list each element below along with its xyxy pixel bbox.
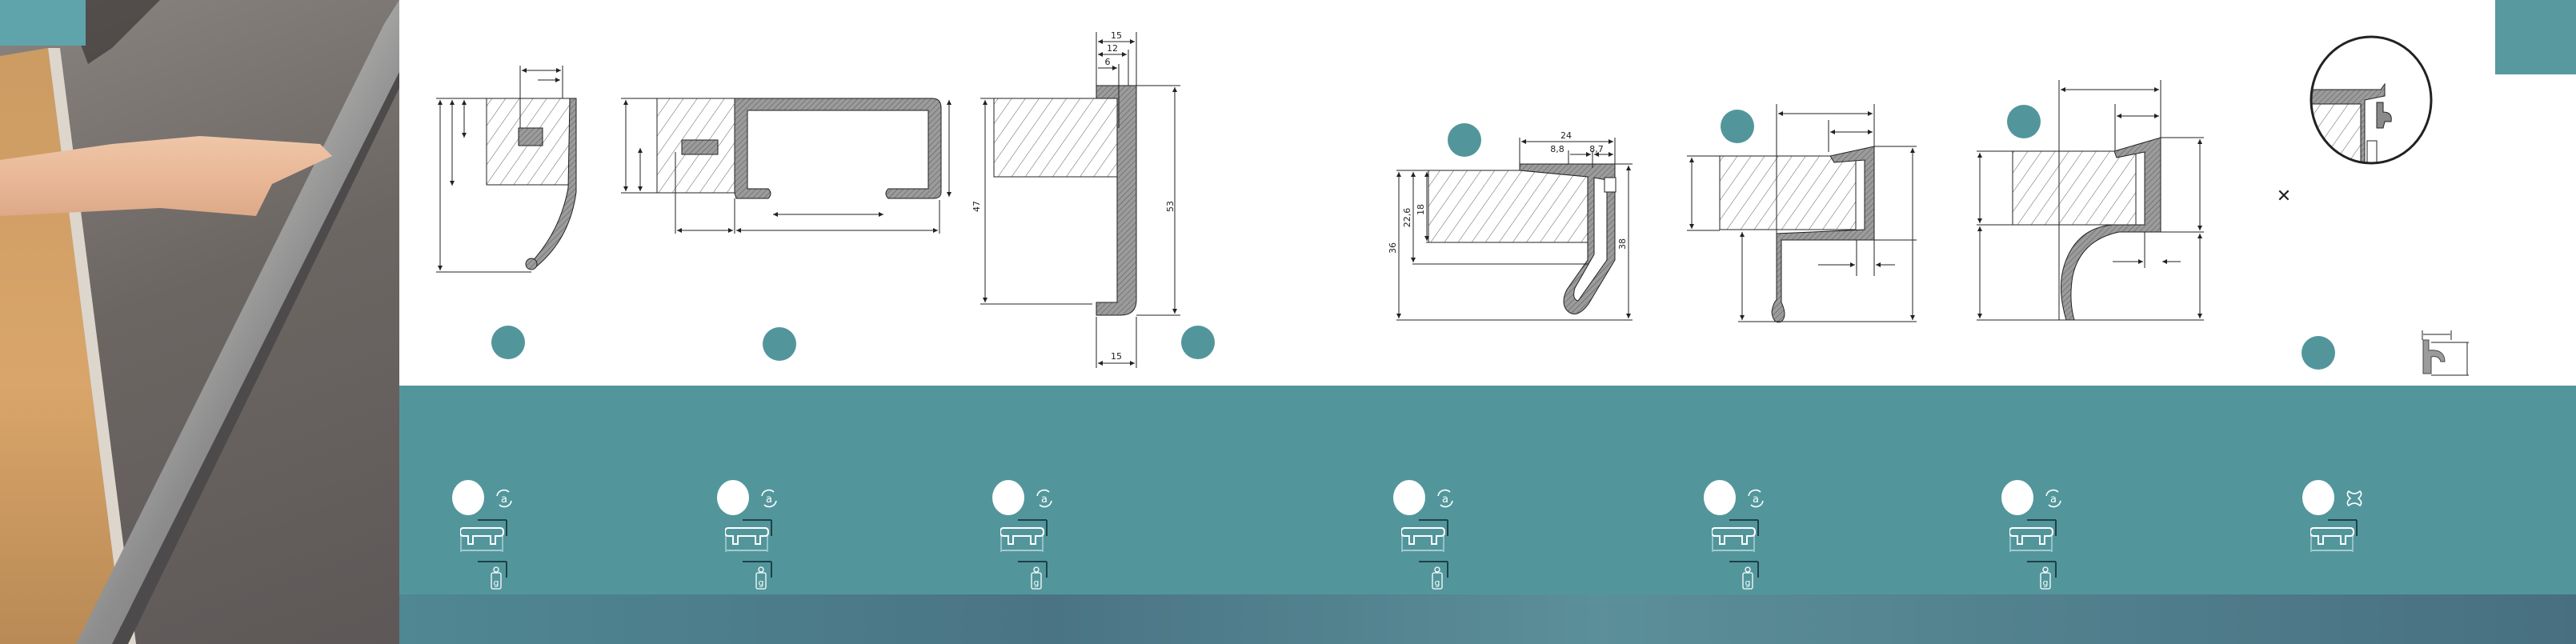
band-dot xyxy=(1393,480,1425,515)
band-dot xyxy=(452,480,484,515)
drawing-profile-3 xyxy=(980,32,1180,368)
svg-text:g: g xyxy=(1034,578,1040,588)
weight-icon: g xyxy=(1419,561,1448,590)
weight-icon: g xyxy=(2027,561,2057,590)
rotate-a-icon: a xyxy=(761,489,777,508)
weight-icon: g xyxy=(1729,561,1759,590)
rotate-a-icon: a xyxy=(2045,489,2061,508)
weight-icon: g xyxy=(1018,561,1048,590)
drawing-profile-2 xyxy=(621,98,951,234)
dim-label: 18 xyxy=(1416,204,1426,215)
svg-text:a: a xyxy=(766,494,772,506)
dim-label: 53 xyxy=(1165,201,1176,212)
dim-label: 24 xyxy=(1560,130,1572,141)
dim-label: 36 xyxy=(1388,242,1398,254)
weight-icon: g xyxy=(743,561,772,590)
corner-accent-top-right xyxy=(2495,0,2576,74)
product-photo-hand-on-handle xyxy=(0,0,399,644)
dim-label: 38 xyxy=(1617,238,1628,250)
technical-drawings: 15 12 6 47 53 15 24 8,8 8,7 36 22,6 18 3 xyxy=(436,30,2469,376)
footer-band xyxy=(399,594,2576,644)
profile-width-icon xyxy=(725,519,772,552)
marker-dot-7 xyxy=(2302,336,2335,370)
dim-label: 47 xyxy=(972,201,982,212)
band-dot xyxy=(992,480,1024,515)
profile-width-icon xyxy=(1401,519,1448,552)
svg-text:a: a xyxy=(1753,494,1759,506)
drawing-profile-6 xyxy=(1977,80,2204,321)
drawing-profile-1 xyxy=(436,66,577,273)
dim-label: 12 xyxy=(1107,43,1118,54)
dim-label: 22,6 xyxy=(1402,208,1412,228)
band-dot xyxy=(2302,480,2334,515)
dim-label: 15 xyxy=(1111,30,1122,41)
profile-width-icon xyxy=(1000,519,1048,552)
cross-icon: ✕ xyxy=(2277,186,2291,206)
marker-dot-4 xyxy=(1448,123,1481,157)
marker-dot-3 xyxy=(1181,326,1215,359)
dim-label: 8,8 xyxy=(1550,144,1564,154)
drawing-profile-4 xyxy=(1396,138,1633,321)
profile-width-icon xyxy=(460,519,507,552)
band-dot xyxy=(717,480,749,515)
profile-width-icon xyxy=(2009,519,2057,552)
svg-text:g: g xyxy=(1435,578,1440,588)
profile-width-icon xyxy=(1712,519,1759,552)
corner-accent-top-left xyxy=(0,0,86,46)
svg-text:a: a xyxy=(501,494,507,506)
drawing-profile-5 xyxy=(1687,104,1917,323)
band-dot xyxy=(1704,480,1736,515)
specs-band xyxy=(399,386,2576,594)
svg-text:g: g xyxy=(2043,578,2049,588)
seal-profile-icon xyxy=(2422,330,2469,376)
svg-text:g: g xyxy=(1745,578,1751,588)
dim-label: 8,7 xyxy=(1589,144,1604,154)
rotate-a-icon: a xyxy=(1437,489,1453,508)
profile-width-icon xyxy=(2310,519,2358,552)
dim-label: 6 xyxy=(1105,57,1111,67)
band-item xyxy=(2302,480,2398,600)
cross-icon xyxy=(2346,490,2362,507)
dim-label: 15 xyxy=(1111,351,1122,362)
svg-text:a: a xyxy=(2050,494,2057,506)
detail-magnifier xyxy=(2310,35,2433,165)
svg-text:g: g xyxy=(759,578,764,588)
marker-dot-5 xyxy=(1721,110,1754,143)
svg-text:g: g xyxy=(494,578,499,588)
svg-text:a: a xyxy=(1041,494,1048,506)
svg-text:a: a xyxy=(1442,494,1448,506)
marker-dot-1 xyxy=(491,326,525,359)
marker-dot-6 xyxy=(2007,105,2041,138)
marker-dot-2 xyxy=(763,327,796,361)
rotate-a-icon: a xyxy=(496,489,512,508)
rotate-a-icon: a xyxy=(1036,489,1052,508)
weight-icon: g xyxy=(478,561,507,590)
rotate-a-icon: a xyxy=(1748,489,1764,508)
band-dot xyxy=(2001,480,2033,515)
